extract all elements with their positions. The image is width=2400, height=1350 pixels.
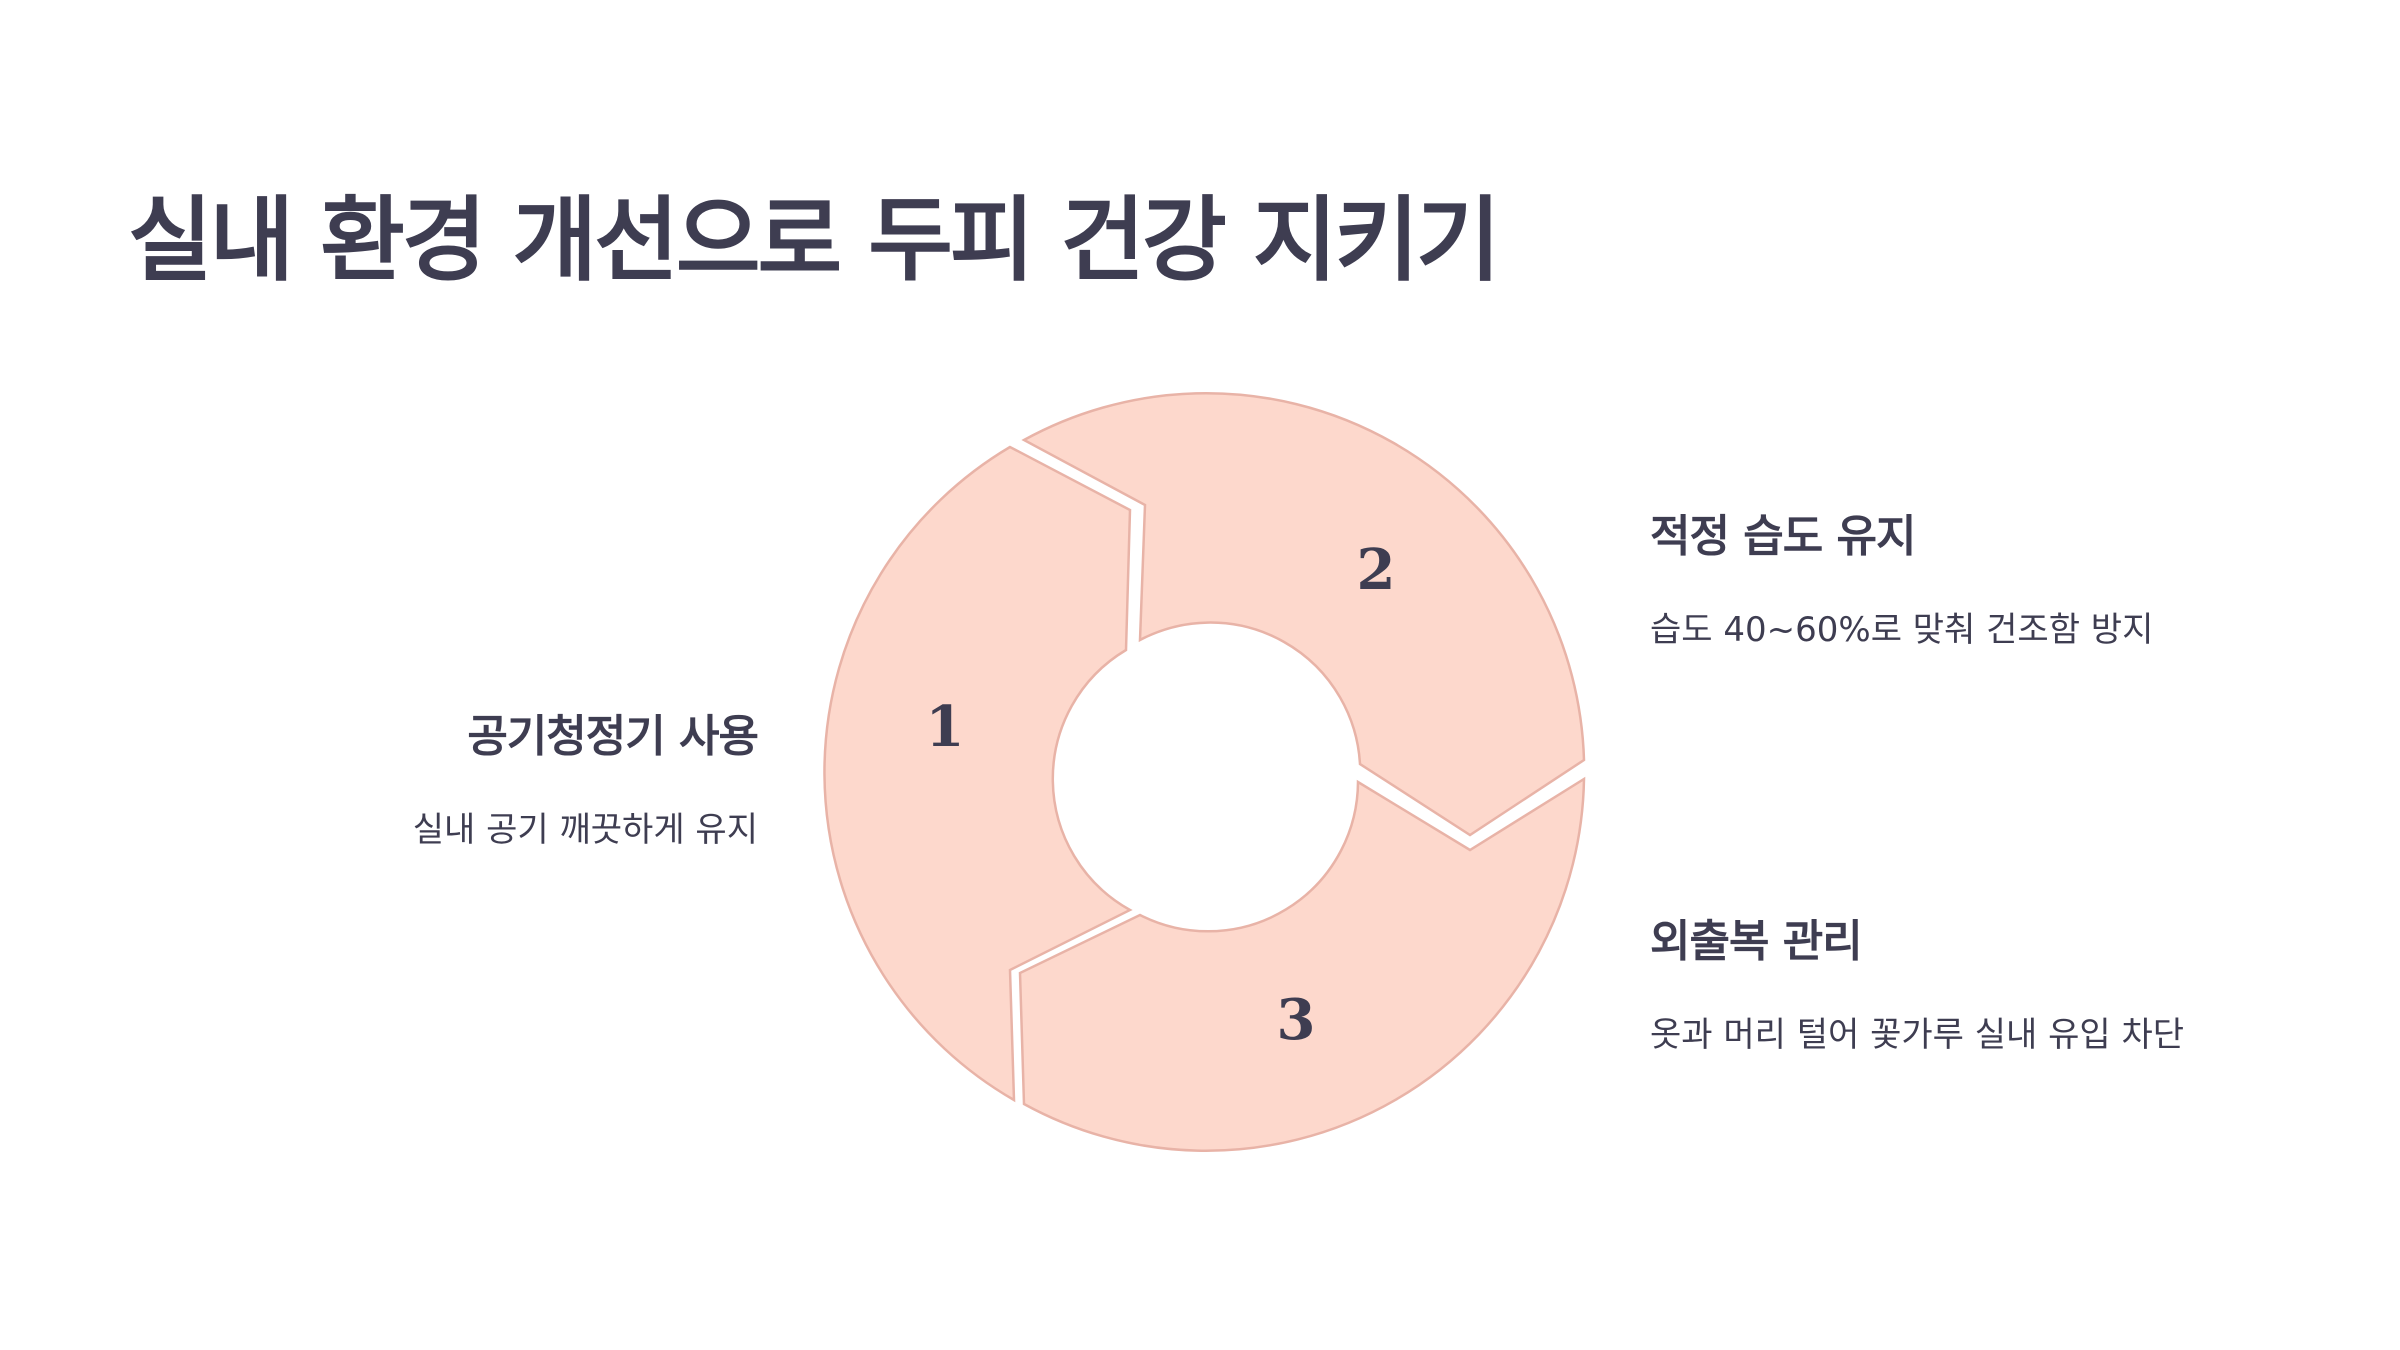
page-title: 실내 환경 개선으로 두피 건강 지키기 [128,187,1501,294]
cycle-segment-2 [1021,391,1586,837]
cycle-item-1: 공기청정기 사용 실내 공기 깨끗하게 유지 [412,700,759,851]
item-description: 습도 40~60%로 맞춰 건조함 방지 [1650,610,2154,650]
cycle-number-3: 3 [1277,987,1316,1053]
cycle-item-2: 적정 습도 유지 습도 40~60%로 맞춰 건조함 방지 [1650,500,2153,651]
item-title: 적정 습도 유지 [1650,511,1917,562]
item-title: 외출복 관리 [1650,916,1863,967]
cycle-number-2: 2 [1357,537,1396,603]
cycle-segment-3 [1018,776,1586,1152]
cycle-segment-1 [823,445,1133,1103]
item-description: 옷과 머리 털어 꽃가루 실내 유입 차단 [1650,1015,2185,1055]
item-title: 공기청정기 사용 [467,711,759,762]
cycle-item-3: 외출복 관리 옷과 머리 털어 꽃가루 실내 유입 차단 [1650,905,2184,1056]
item-description: 실내 공기 깨끗하게 유지 [412,810,758,850]
cycle-number-1: 1 [926,694,965,760]
